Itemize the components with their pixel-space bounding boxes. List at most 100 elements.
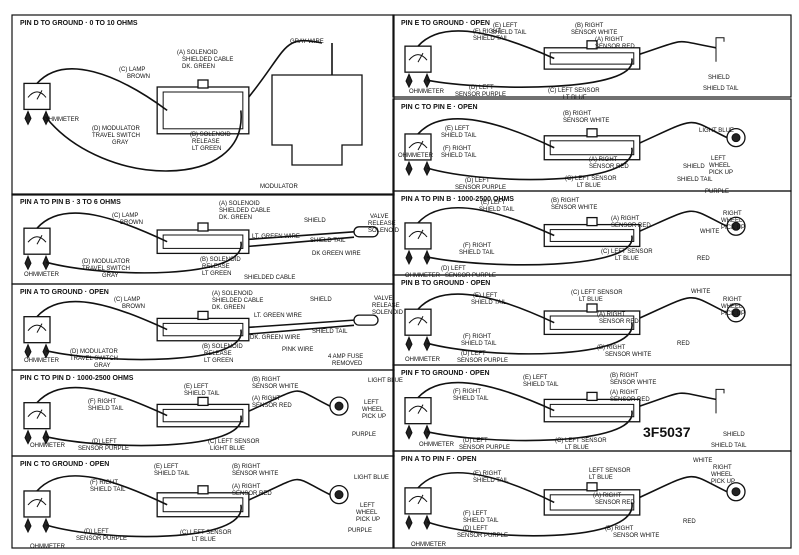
- ohmmeter-needle: [36, 323, 43, 333]
- test-lead-wire: [426, 322, 633, 355]
- probe-tip-icon: [405, 249, 413, 266]
- wheel-pickup-core: [731, 308, 741, 318]
- component-label: SENSOR WHITE: [551, 205, 597, 211]
- component-label: PURPLE: [705, 189, 729, 195]
- component-label: OHMMETER: [44, 117, 80, 123]
- component-label: (A) RIGHT: [610, 390, 639, 396]
- component-label: RED: [677, 341, 690, 347]
- component-label: BROWN: [122, 304, 145, 310]
- component-label: (C) LEFT SENSOR: [548, 88, 600, 94]
- test-lead-wire: [417, 293, 555, 324]
- ohmmeter-needle: [417, 52, 424, 63]
- component-label: SENSOR RED: [610, 397, 650, 403]
- component-label: (D) LEFT: [463, 438, 488, 444]
- component-label: LT BLUE: [615, 256, 639, 262]
- component-label: (A) RIGHT: [611, 216, 640, 222]
- test-lead-wire: [36, 212, 168, 243]
- component-label: SENSOR RED: [599, 319, 639, 325]
- component-label: (A) SOLENOID: [212, 291, 253, 297]
- component-label: (B) RIGHT: [252, 377, 281, 383]
- component-label: (E) LEFT: [154, 464, 179, 470]
- component-label: (C) LAMP: [112, 213, 138, 219]
- component-label: LEFT: [711, 156, 726, 162]
- component-label: SENSOR RED: [595, 500, 635, 506]
- panel-title: PIN C TO PIN D · 1000-2500 OHMS: [20, 375, 134, 382]
- component-label: (F) RIGHT: [473, 29, 501, 35]
- connector-pin-block: [549, 229, 635, 242]
- test-lead-wire: [417, 30, 555, 60]
- shield-tab-icon: [715, 37, 725, 48]
- component-label: SENSOR WHITE: [232, 471, 278, 477]
- test-lead-wire: [45, 110, 242, 172]
- connector-latch: [197, 79, 209, 89]
- component-label: (E) LEFT: [481, 200, 506, 206]
- component-label: SENSOR RED: [232, 491, 272, 497]
- component-label: SHIELD: [683, 164, 705, 170]
- component-label: OHMMETER: [419, 442, 455, 448]
- panel-border: [392, 450, 792, 549]
- component-label: PURPLE: [352, 432, 376, 438]
- component-label: WHEEL: [356, 510, 378, 516]
- harness-connector: [156, 229, 250, 255]
- component-label: SENSOR RED: [595, 44, 635, 50]
- component-label: (E) LEFT: [473, 293, 498, 299]
- component-label: SHIELD TAIL: [453, 396, 489, 402]
- component-label: SHIELD TAIL: [473, 36, 509, 42]
- shield-cable: [639, 392, 717, 407]
- component-label: (C) LEFT SENSOR: [565, 176, 617, 182]
- probe-tip-icon: [24, 110, 32, 126]
- component-label: DK. GREEN WIRE: [250, 335, 300, 341]
- wheel-pickup-core: [334, 401, 344, 411]
- component-label: SHIELD TAIL: [703, 86, 739, 92]
- component-label: SENSOR WHITE: [563, 118, 609, 124]
- component-label: WHEEL: [721, 304, 743, 310]
- component-label: PICK UP: [721, 225, 745, 231]
- component-label: RIGHT: [713, 465, 732, 471]
- component-label: OHMMETER: [405, 273, 441, 279]
- component-label: WHEEL: [721, 218, 743, 224]
- test-lead-wire: [417, 206, 555, 237]
- test-lead-wire: [36, 300, 168, 331]
- component-label: (A) RIGHT: [589, 157, 618, 163]
- component-label: DK. GREEN: [212, 305, 245, 311]
- component-label: SENSOR PURPLE: [457, 533, 508, 539]
- component-label: (B) SOLENOID: [202, 344, 243, 350]
- component-label: SENSOR RED: [611, 223, 651, 229]
- component-label: SENSOR PURPLE: [76, 536, 127, 542]
- green-wire: [248, 324, 355, 335]
- connector-pin-block: [549, 403, 635, 418]
- component-label: OHMMETER: [398, 153, 434, 159]
- gray-wire: [248, 39, 323, 98]
- component-label: (E) LEFT: [445, 126, 470, 132]
- wheel-pickup-core: [731, 133, 741, 143]
- component-label: RED: [697, 256, 710, 262]
- component-label: LT BLUE: [565, 445, 589, 451]
- component-label: SHIELD TAIL: [677, 177, 713, 183]
- probe-tip-icon: [405, 72, 413, 89]
- component-label: SENSOR WHITE: [610, 380, 656, 386]
- component-label: LT BLUE: [192, 537, 216, 543]
- component-label: RED: [683, 519, 696, 525]
- component-label: PICK UP: [356, 517, 380, 523]
- component-label: (B) SOLENOID: [200, 257, 241, 263]
- component-label: SENSOR RED: [589, 164, 629, 170]
- component-label: REMOVED: [332, 361, 363, 367]
- test-lead-wire: [36, 68, 168, 112]
- ohmmeter-needle: [36, 497, 43, 508]
- harness-connector: [156, 403, 250, 428]
- panel-p5: PIN A TO PIN B · 1000-2500 OHMS(E) LEFTS…: [392, 190, 792, 279]
- component-label: SHIELD TAIL: [461, 341, 497, 347]
- component-label: (D) LEFT: [441, 266, 466, 272]
- panel-p1: PIN D TO GROUND · 0 TO 10 OHMS(A) SOLENO…: [11, 14, 395, 196]
- component-label: (D) MODULATOR: [92, 126, 140, 132]
- ohmmeter-body: [404, 45, 432, 73]
- component-label: TRAVEL SWITCH: [92, 133, 140, 139]
- panel-title: PIN C TO PIN E · OPEN: [401, 104, 478, 111]
- harness-connector: [156, 86, 250, 135]
- component-label: (D) LEFT: [463, 526, 488, 532]
- component-label: (B) RIGHT: [605, 526, 634, 532]
- component-label: (C) LEFT SENSOR: [180, 530, 232, 536]
- ohmmeter-body: [23, 227, 51, 255]
- component-label: (C) LAMP: [114, 297, 140, 303]
